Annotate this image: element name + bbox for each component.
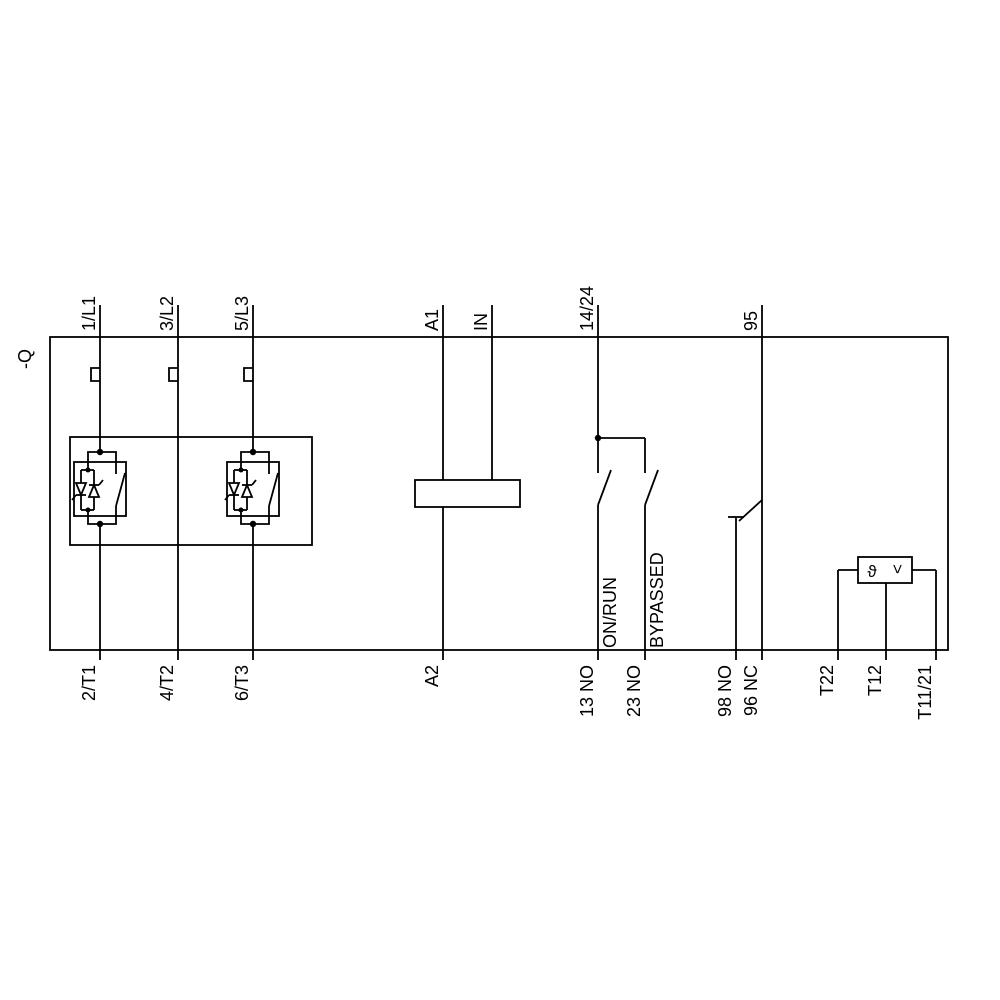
terminal-label-3L2: 3/L2 — [157, 296, 177, 331]
device-boundary-rect — [49, 336, 949, 651]
aux-contacts-circuit: ON/RUN BYPASSED — [594, 305, 667, 660]
terminal-label-1L1: 1/L1 — [79, 296, 99, 331]
wire-L3-bypass-top — [253, 451, 270, 474]
terminal-label-T12: T12 — [865, 665, 885, 696]
thyristor-L3-forward-gate — [224, 494, 230, 501]
terminal-label-96NC: 96 NC — [741, 665, 761, 716]
terminal-notch-5L3 — [243, 367, 253, 382]
terminal-label-IN: IN — [471, 313, 491, 331]
junction-dot — [238, 507, 244, 513]
phase-L1-circuit — [71, 305, 127, 660]
terminal-label-T11-21: T11/21 — [915, 665, 935, 720]
coil-symbol — [414, 479, 521, 508]
wire-L1-thyristor-stem-bottom — [87, 510, 100, 525]
junction-dot — [96, 448, 104, 456]
annotation-on-run: ON/RUN — [600, 577, 620, 648]
terminal-label-95: 95 — [741, 311, 761, 331]
changeover-contact-circuit — [728, 305, 763, 660]
terminal-label-T22: T22 — [817, 665, 837, 696]
terminal-label-5L3: 5/L3 — [232, 296, 252, 331]
device-outline: -Q — [15, 336, 949, 651]
device-designation-label: -Q — [15, 349, 35, 369]
wire-L3-thyristor-stem-top — [240, 451, 253, 470]
thyristor-L3-reverse-gate — [251, 479, 257, 486]
thyristor-L1-reverse-gate — [98, 479, 104, 486]
bottom-terminal-labels: 2/T1 4/T2 6/T3 A2 13 NO 23 NO 98 NO 96 N… — [79, 665, 935, 720]
control-coil-circuit — [414, 305, 521, 660]
terminal-label-A2: A2 — [422, 665, 442, 687]
greater-than-symbol: > — [888, 564, 907, 574]
top-terminal-labels: 1/L1 3/L2 5/L3 A1 IN 14/24 95 — [79, 286, 761, 331]
phase-L3-circuit — [224, 305, 280, 660]
thyristor-L1-forward-gate — [71, 494, 77, 501]
junction-dot — [249, 448, 257, 456]
bypass-contact-L1-blade — [115, 472, 126, 507]
temperature-sensor-circuit: ϑ > — [837, 556, 937, 660]
thyristor-L1-reverse-icon — [87, 482, 101, 498]
terminal-label-98NO: 98 NO — [715, 665, 735, 717]
wire-L3-bypass-bottom — [253, 506, 270, 525]
terminal-label-14-24: 14/24 — [577, 286, 597, 331]
terminal-label-2T1: 2/T1 — [79, 665, 99, 701]
no-contact-23-blade — [644, 469, 659, 506]
phase-L2-circuit — [168, 305, 179, 660]
annotation-bypassed: BYPASSED — [647, 552, 667, 648]
wire-L1-bypass-bottom — [100, 506, 117, 525]
thyristor-module-L3-rect — [226, 461, 280, 517]
terminal-notch-3L2 — [168, 367, 178, 382]
terminal-notch-1L1 — [90, 367, 100, 382]
terminal-label-13NO: 13 NO — [577, 665, 597, 717]
thyristor-L1-forward-icon — [74, 482, 88, 498]
theta-symbol: ϑ — [867, 562, 877, 581]
power-section-rect — [69, 436, 313, 546]
thyristor-L3-reverse-icon — [240, 482, 254, 498]
junction-dot — [238, 467, 244, 473]
terminal-label-23NO: 23 NO — [624, 665, 644, 717]
bypass-contact-L3-blade — [268, 472, 279, 507]
wire-L1-thyristor-stem-top — [87, 451, 100, 470]
thyristor-L3-forward-icon — [227, 482, 241, 498]
no-contact-13-blade — [597, 469, 612, 506]
wire-L3-thyristor-stem-bottom — [240, 510, 253, 525]
wire-L1-bypass-top — [100, 451, 117, 474]
terminal-label-4T2: 4/T2 — [157, 665, 177, 701]
thyristor-module-L1-rect — [73, 461, 127, 517]
terminal-label-A1: A1 — [422, 309, 442, 331]
junction-dot — [85, 507, 91, 513]
terminal-label-6T3: 6/T3 — [232, 665, 252, 701]
junction-dot — [85, 467, 91, 473]
